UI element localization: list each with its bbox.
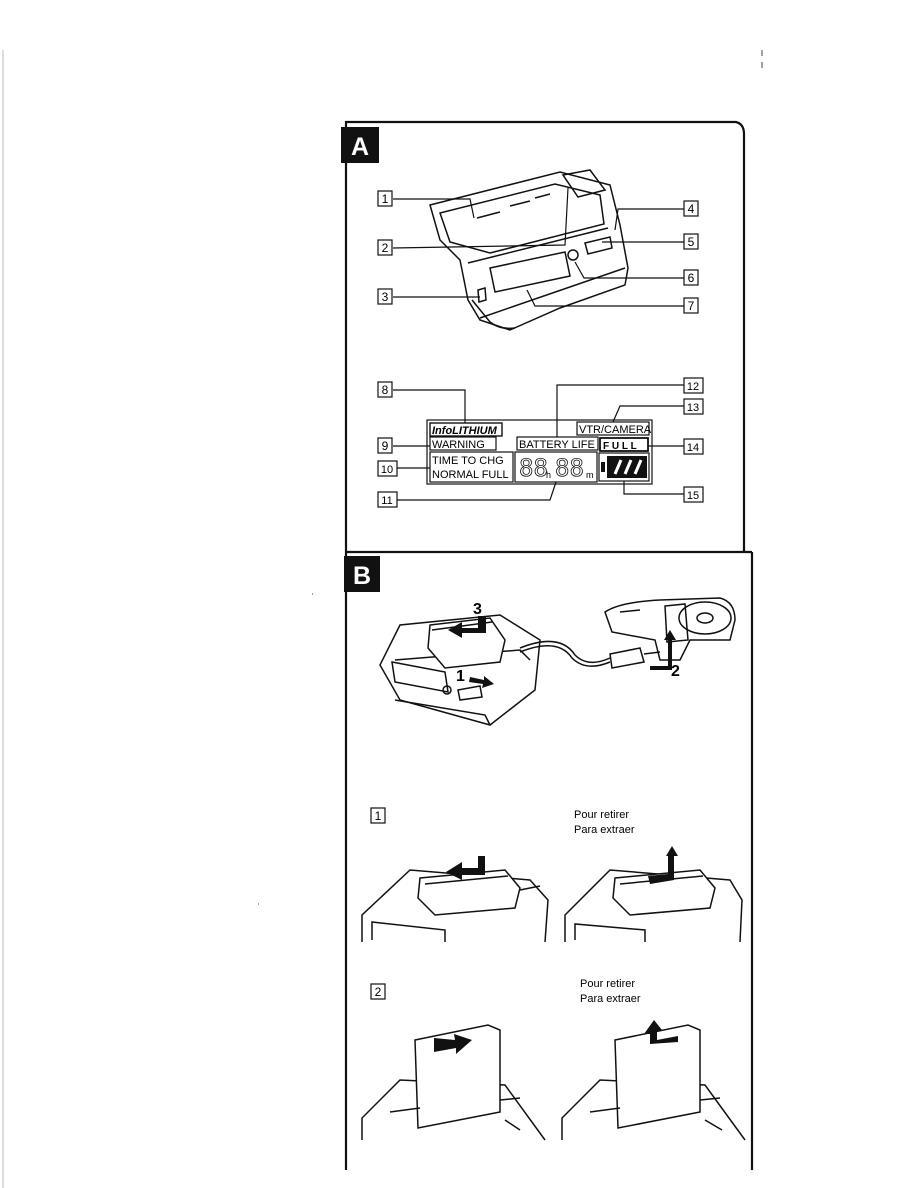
callouts-display: 8 9 10 11 12 13 14 15 — [377, 377, 704, 508]
insert-battery-illustration — [361, 869, 549, 943]
svg-text:VTR/CAMERA: VTR/CAMERA — [579, 424, 652, 436]
step-1: 1 — [456, 668, 465, 685]
svg-text:Para extraer: Para extraer — [574, 824, 635, 836]
svg-text:7: 7 — [688, 299, 695, 313]
svg-text:TIME TO CHG: TIME TO CHG — [432, 455, 504, 467]
lcd-display: InfoLITHIUM WARNING TIME TO CHG NORMAL F… — [426, 419, 653, 485]
svg-text:Para extraer: Para extraer — [580, 993, 641, 1005]
step-numbers-b: 3 1 2 — [456, 601, 680, 685]
remove-arrow-1 — [648, 846, 678, 884]
callout-9: 9 — [377, 437, 393, 454]
car-cord — [519, 640, 661, 669]
car-dashboard-illustration — [604, 597, 736, 661]
battery-life-label: BATTERY LIFE — [516, 436, 599, 451]
svg-text:14: 14 — [687, 442, 699, 454]
svg-text:11: 11 — [381, 495, 392, 507]
svg-text:5: 5 — [688, 235, 695, 249]
svg-text:Pour retirer: Pour retirer — [574, 809, 629, 821]
svg-text:2: 2 — [375, 985, 382, 999]
svg-text:NORMAL FULL: NORMAL FULL — [432, 469, 509, 481]
callout-10: 10 — [377, 460, 398, 477]
scan-marks — [2, 50, 763, 1188]
svg-text:1: 1 — [382, 192, 389, 206]
attach-arrow — [434, 1034, 472, 1054]
svg-text:9: 9 — [382, 439, 389, 453]
panel-frame — [344, 120, 754, 1170]
full-label: F U L L — [599, 437, 649, 452]
svg-text:2: 2 — [382, 241, 389, 255]
svg-text:3: 3 — [382, 290, 389, 304]
callout-leaders-a — [392, 187, 684, 307]
svg-text:Pour retirer: Pour retirer — [580, 978, 635, 990]
info-lithium-label: InfoLITHIUM — [429, 422, 503, 437]
svg-text:m: m — [586, 470, 594, 480]
svg-text:15: 15 — [687, 490, 699, 502]
svg-text:WARNING: WARNING — [432, 439, 485, 451]
remove-battery-illustration-1 — [564, 869, 743, 943]
detach-battery-illustration — [561, 1024, 746, 1141]
callout-11: 11 — [377, 491, 398, 508]
svg-text:InfoLITHIUM: InfoLITHIUM — [432, 425, 498, 437]
step-2: 2 — [671, 663, 680, 680]
slide-arrow-1 — [469, 676, 494, 688]
remove-caption-1: Pour retirer Para extraer — [574, 809, 635, 836]
callout-15: 15 — [683, 486, 704, 503]
vtr-camera-label: VTR/CAMERA — [576, 421, 652, 436]
callout-3: 3 — [377, 288, 393, 305]
substep-2-callout: 2 — [370, 983, 386, 1000]
svg-text:8: 8 — [382, 383, 389, 397]
section-b-badge: B — [344, 556, 380, 592]
insert-arrow — [446, 856, 485, 880]
svg-text:B: B — [353, 562, 371, 590]
callout-4: 4 — [683, 200, 699, 217]
callout-leaders-display — [393, 384, 684, 501]
step-3: 3 — [473, 601, 482, 618]
section-a-badge: A — [341, 127, 379, 163]
callout-6: 6 — [683, 269, 699, 286]
callout-8: 8 — [377, 381, 393, 398]
svg-text:6: 6 — [688, 271, 695, 285]
svg-text:BATTERY LIFE: BATTERY LIFE — [519, 439, 595, 451]
svg-text:88: 88 — [555, 454, 584, 482]
svg-text:A: A — [351, 133, 369, 161]
battery-level-icon — [598, 452, 650, 482]
detach-arrow — [644, 1020, 678, 1044]
callout-2: 2 — [377, 239, 393, 256]
svg-text:13: 13 — [687, 402, 699, 414]
svg-text:12: 12 — [687, 381, 699, 393]
time-digits: 88 h 88 m — [514, 451, 598, 483]
callout-1: 1 — [377, 190, 393, 207]
plug-arrow-2 — [650, 630, 676, 670]
callout-14: 14 — [683, 438, 704, 455]
svg-text:h: h — [546, 470, 551, 480]
callout-5: 5 — [683, 233, 699, 250]
insert-arrow-3 — [448, 616, 486, 638]
callout-7: 7 — [683, 297, 699, 314]
substep-1-callout: 1 — [370, 807, 386, 824]
warning-label: WARNING — [429, 436, 497, 451]
remove-caption-2: Pour retirer Para extraer — [580, 978, 641, 1005]
svg-text:4: 4 — [688, 202, 695, 216]
callout-13: 13 — [683, 398, 704, 415]
svg-text:F U L L: F U L L — [603, 441, 637, 452]
callouts-a: 1 2 3 4 5 6 7 — [377, 190, 699, 314]
callout-12: 12 — [683, 377, 704, 394]
svg-text:88: 88 — [519, 454, 548, 482]
svg-text:10: 10 — [381, 464, 393, 476]
time-to-chg-label: TIME TO CHG NORMAL FULL — [429, 451, 514, 483]
svg-text:1: 1 — [375, 809, 382, 823]
